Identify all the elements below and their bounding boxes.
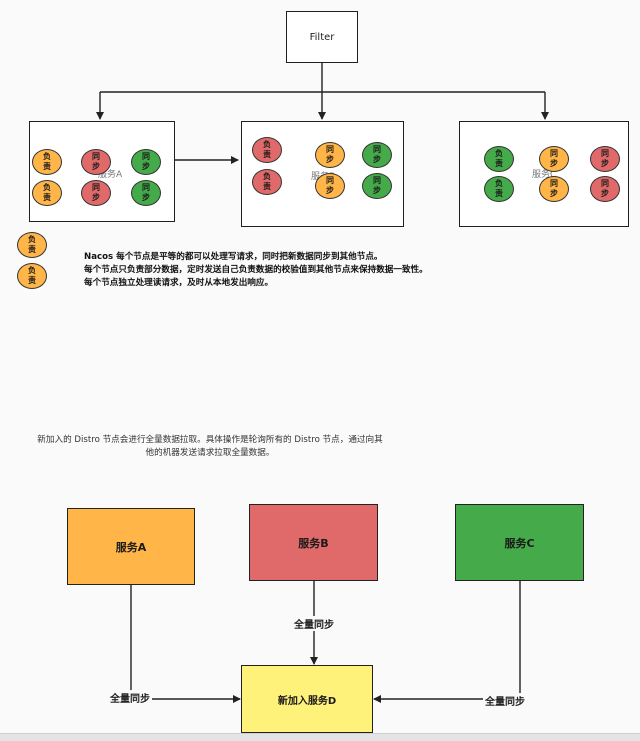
- node-a-badge-2: 同步: [81, 149, 111, 175]
- node-c-badge-6: 同步: [590, 176, 620, 202]
- filter-label: Filter: [309, 31, 335, 43]
- edge-label-right: 全量同步: [483, 693, 527, 708]
- node-b-box: 服务B 负责 同步 同步 负责 同步 同步: [241, 121, 404, 227]
- node-c-label: 服务C: [532, 170, 557, 180]
- node-c-badge-1: 负责: [484, 146, 514, 172]
- node-b-badge-2: 同步: [315, 142, 345, 168]
- node-b-badge-1: 负责: [252, 137, 282, 163]
- node-c-badge-4: 负责: [484, 176, 514, 202]
- service-b-box: 服务B: [249, 504, 378, 581]
- node-a-badge-6: 同步: [131, 180, 161, 206]
- node-a-badge-4: 负责: [32, 180, 62, 206]
- node-c-badge-5: 同步: [539, 176, 569, 202]
- service-c-box: 服务C: [455, 504, 584, 581]
- node-c-box: 服务C 负责 同步 同步 负责 同步 同步: [459, 121, 629, 227]
- note-line-3: 每个节点独立处理读请求，及时从本地发出响应。: [84, 278, 274, 288]
- edge-label-middle: 全量同步: [292, 616, 336, 631]
- paragraph-line-1: 新加入的 Distro 节点会进行全量数据拉取。具体操作是轮询所有的 Distr…: [37, 435, 383, 445]
- node-c-badge-2: 同步: [539, 146, 569, 172]
- node-a-badge-5: 同步: [81, 180, 111, 206]
- distro-paragraph: 新加入的 Distro 节点会进行全量数据拉取。具体操作是轮询所有的 Distr…: [10, 434, 410, 460]
- filter-box: Filter: [286, 11, 358, 63]
- arrow-service-c-to-d: [373, 580, 521, 703]
- service-a-label: 服务A: [115, 540, 147, 554]
- node-a-badge-1: 负责: [32, 149, 62, 175]
- node-b-badge-3: 同步: [362, 142, 392, 168]
- loose-badge-2: 负责: [17, 263, 47, 289]
- node-a-badge-3: 同步: [131, 149, 161, 175]
- new-service-d-label: 新加入服务D: [277, 695, 337, 707]
- node-b-badge-6: 同步: [362, 173, 392, 199]
- note-line-2: 每个节点只负责部分数据，定时发送自己负责数据的校验值到其他节点来保持数据一致性。: [84, 265, 428, 275]
- node-a-box: 服务A 负责 同步 同步 负责 同步 同步: [29, 121, 175, 222]
- new-service-d-box: 新加入服务D: [241, 665, 373, 733]
- note-line-1: Nacos 每个节点是平等的都可以处理写请求，同时把新数据同步到其他节点。: [84, 252, 383, 262]
- loose-badge-1: 负责: [17, 232, 47, 258]
- service-a-box: 服务A: [67, 508, 195, 585]
- notes-block: Nacos 每个节点是平等的都可以处理写请求，同时把新数据同步到其他节点。 每个…: [84, 251, 624, 290]
- service-c-label: 服务C: [504, 536, 535, 550]
- node-b-badge-5: 同步: [315, 173, 345, 199]
- bottom-scrollbar[interactable]: [0, 733, 640, 741]
- node-c-badge-3: 同步: [590, 146, 620, 172]
- service-b-label: 服务B: [298, 536, 329, 550]
- arrow-service-a-to-d: [130, 585, 241, 703]
- node-a-label: 服务A: [98, 170, 123, 180]
- node-b-badge-4: 负责: [252, 169, 282, 195]
- edge-label-left: 全量同步: [108, 690, 152, 705]
- paragraph-line-2: 他的机器发送请求拉取全量数据。: [145, 448, 275, 458]
